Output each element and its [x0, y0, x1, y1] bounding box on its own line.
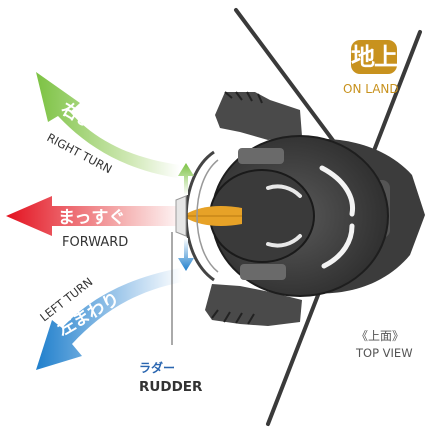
right-turn-arrow: [36, 72, 180, 178]
small-blue-arrow: [178, 238, 194, 271]
on-land-label: ON LAND: [343, 82, 399, 96]
penguin-robot: [175, 8, 425, 426]
on-land-badge: 地上: [351, 40, 398, 74]
forward-en: FORWARD: [62, 235, 129, 250]
top-view-jp: 《上面》: [356, 329, 405, 343]
top-view-en: TOP VIEW: [356, 346, 413, 360]
rudder-jp: ラダー: [139, 361, 176, 375]
forward-arrow: [6, 196, 188, 236]
small-green-arrow: [178, 163, 194, 195]
rudder-en: RUDDER: [139, 379, 203, 395]
forward-jp: まっすぐ: [58, 208, 125, 228]
left-turn-arrow: [36, 268, 182, 370]
